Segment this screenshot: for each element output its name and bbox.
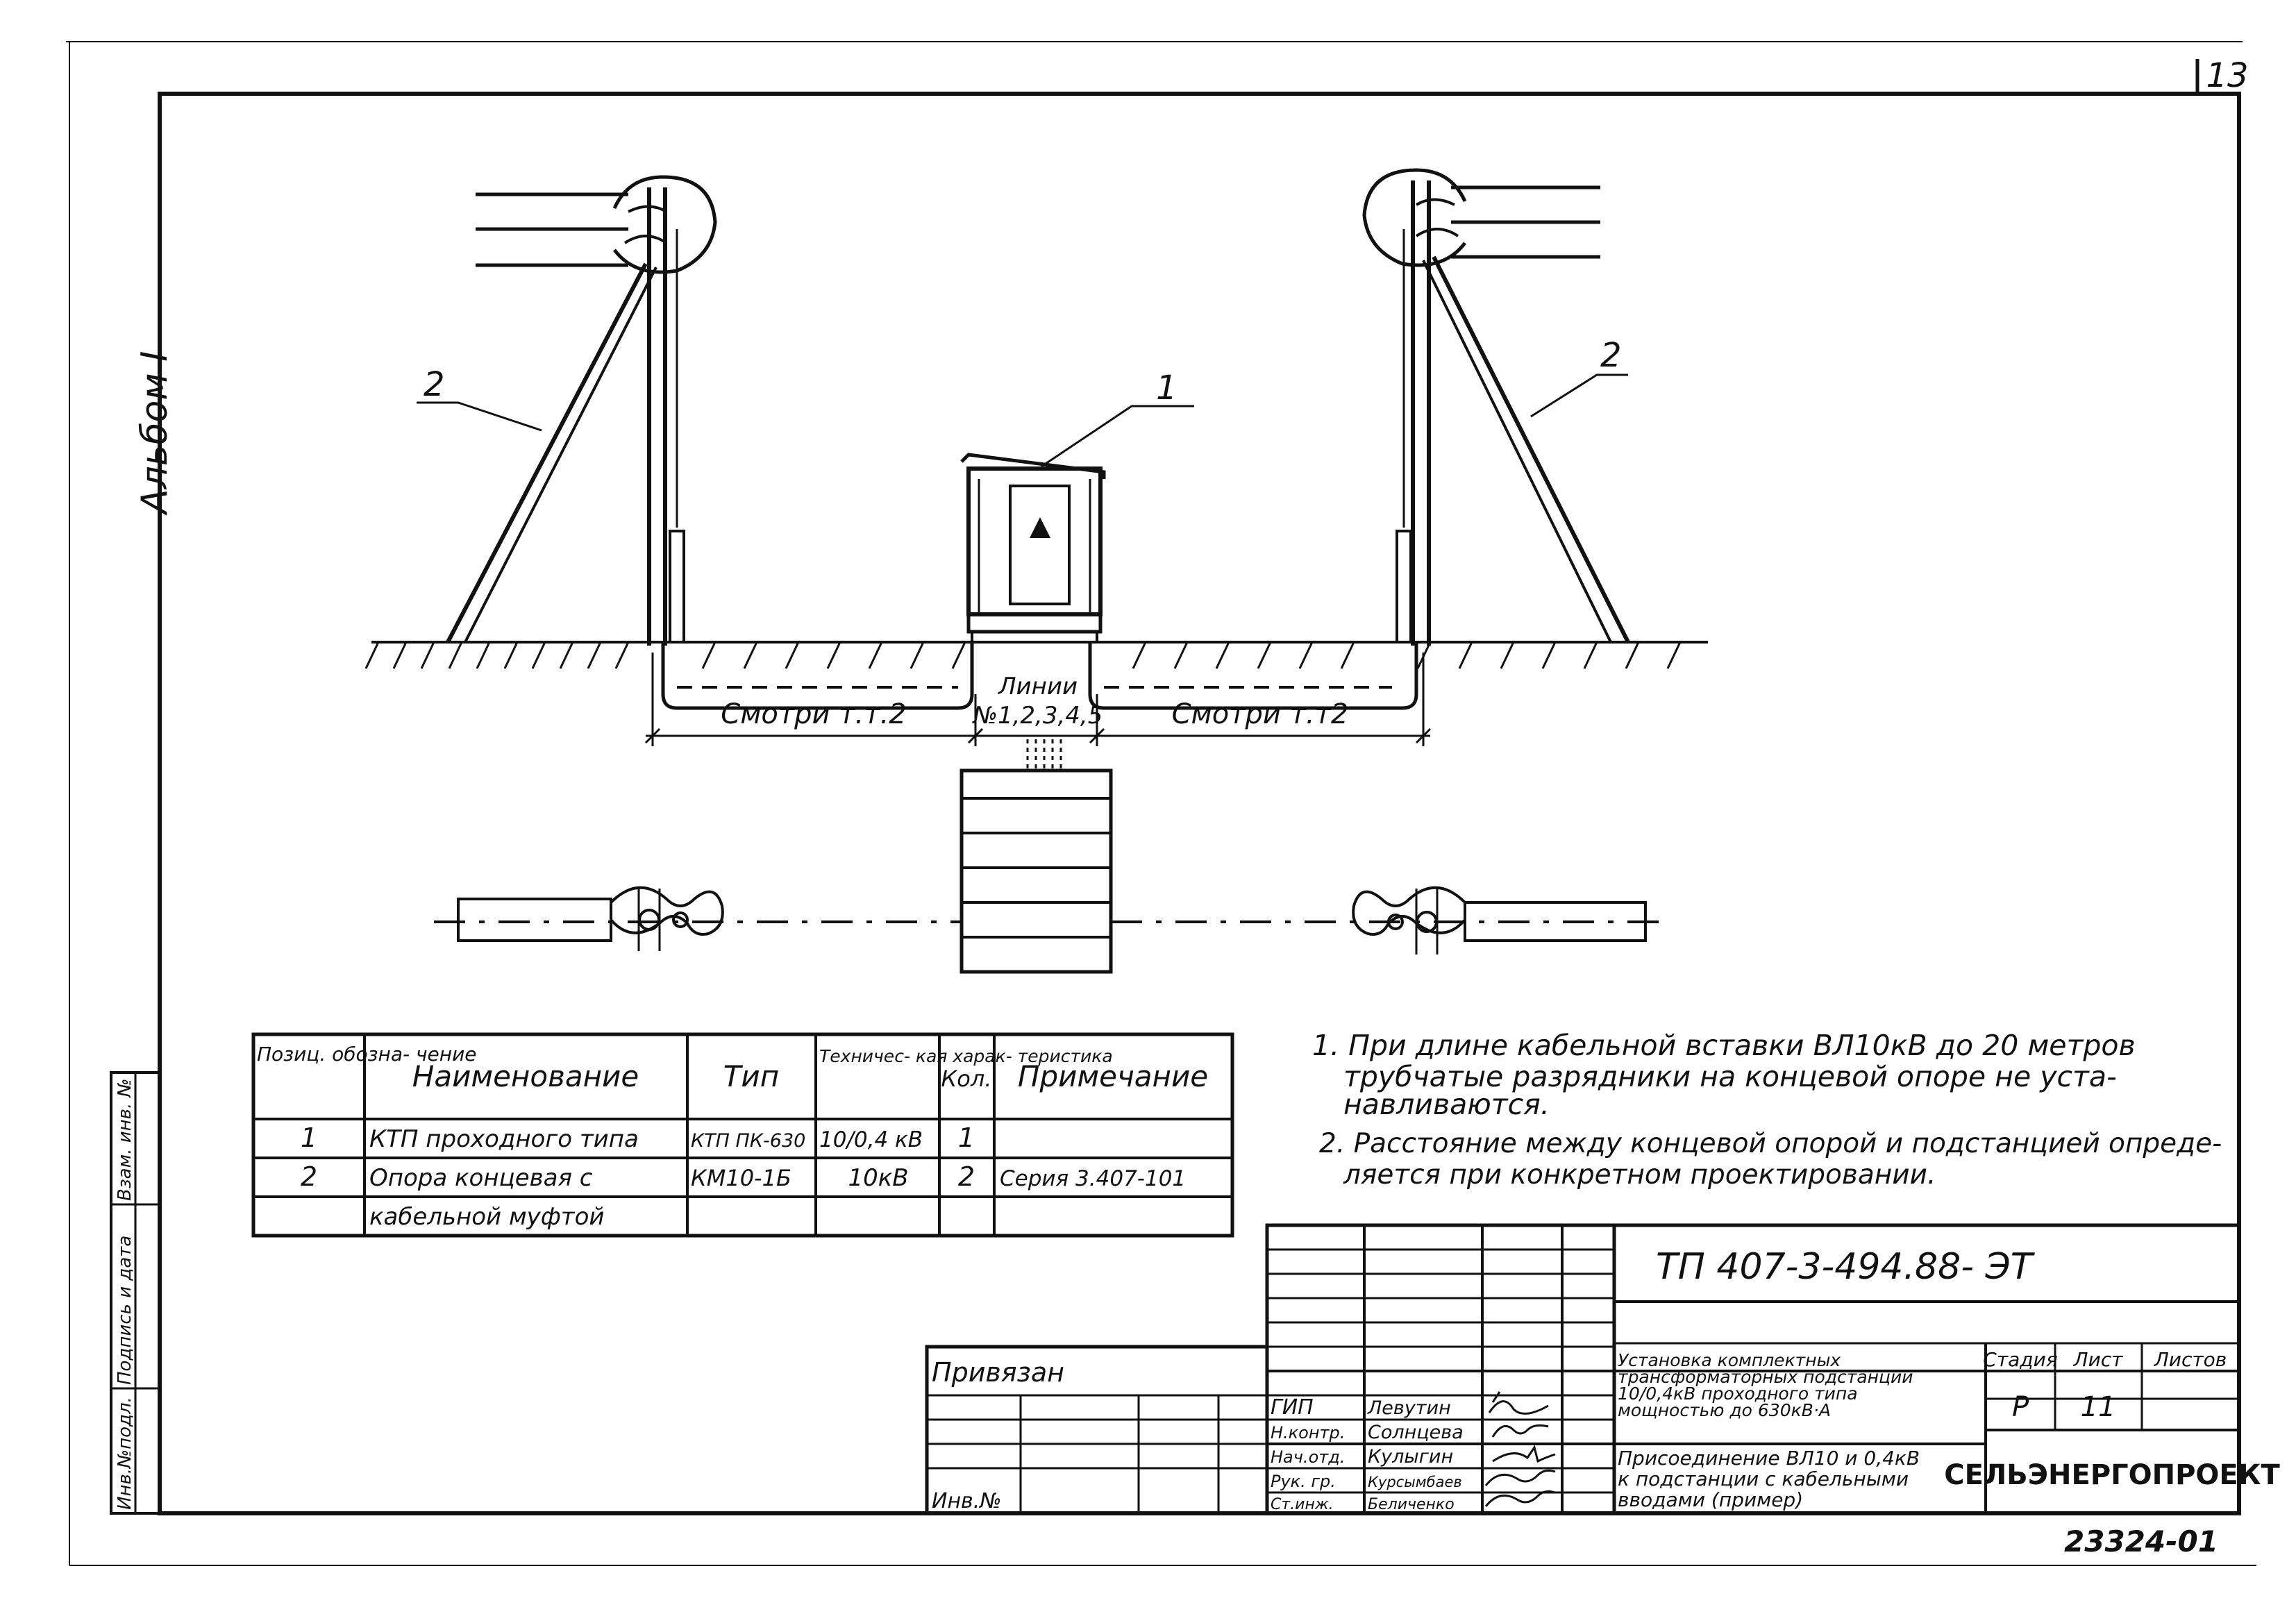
role-3: Нач.отд. xyxy=(1271,1447,1345,1467)
dimension-left-label: Смотри т.т.2 xyxy=(721,698,906,730)
ktp-substation xyxy=(960,453,1106,642)
spec-r2-tech: 10кВ xyxy=(848,1164,908,1192)
ground-line xyxy=(364,641,1708,669)
sheet-header: Лист xyxy=(2073,1348,2124,1371)
stamp-vzam-inv: Взам. инв. № xyxy=(115,1078,135,1201)
note-1-line-2: трубчатые разрядники на концевой опоре н… xyxy=(1343,1060,2117,1093)
doc-code: ТП 407-3-494.88- ЭТ xyxy=(1656,1246,2036,1288)
side-stamp: Инв.№подл. Подпись и дата Взам. инв. № xyxy=(110,1071,161,1515)
sheet-corner-number: 13 xyxy=(2206,56,2248,95)
signatures xyxy=(1484,1391,1556,1507)
note-2-line-2: ляется при конкретном проектировании. xyxy=(1343,1159,1936,1191)
name-2: Солнцева xyxy=(1368,1422,1464,1443)
spec-r1-tech: 10/0,4 кВ xyxy=(819,1127,923,1152)
right-pole-plan xyxy=(1352,886,1647,955)
spec-r1-type: КТП ПК-630 xyxy=(691,1130,805,1152)
spec-header-tech: Техничес- кая харак- теристика xyxy=(819,1046,1113,1066)
dimension-line xyxy=(644,653,1432,746)
stage-value: Р xyxy=(2012,1391,2029,1423)
project-title-2: трансформаторных подстанций xyxy=(1618,1367,1913,1387)
cable-leads xyxy=(1026,739,1062,771)
stage-header: Стадия xyxy=(1983,1348,2057,1371)
spec-header-type: Тип xyxy=(723,1059,779,1093)
organization: СЕЛЬЭНЕРГОПРОЕКТ xyxy=(1944,1459,2280,1491)
name-3: Кулыгин xyxy=(1368,1446,1453,1468)
sheets-header: Листов xyxy=(2154,1348,2227,1371)
stamp-inv-podl: Инв.№подл. xyxy=(115,1397,135,1510)
project-title-3: 10/0,4кВ проходного типа xyxy=(1618,1384,1858,1404)
inv-label: Инв.№ xyxy=(932,1489,1001,1513)
note-1-line-3: навливаются. xyxy=(1343,1088,1550,1121)
lines-label-title: Линии xyxy=(997,673,1078,700)
spec-r1-qty: 1 xyxy=(958,1122,975,1153)
dimension-right-label: Смотри т.т2 xyxy=(1172,698,1349,730)
spec-header-name: Наименование xyxy=(412,1059,639,1093)
callout-1: 1 xyxy=(1156,369,1178,407)
project-title-1: Установка комплектных xyxy=(1618,1350,1841,1370)
spec-r3-name: кабельной муфтой xyxy=(369,1203,605,1231)
spec-header-note: Примечание xyxy=(1018,1059,1208,1093)
name-1: Левутин xyxy=(1367,1397,1451,1419)
sheet-title-3: вводами (пример) xyxy=(1618,1488,1803,1511)
left-pole-plan xyxy=(457,886,724,951)
name-5: Беличенко xyxy=(1368,1496,1455,1513)
right-end-pole xyxy=(1088,168,1630,710)
spec-r1-name: КТП проходного типа xyxy=(369,1125,639,1153)
callout-2-left: 2 xyxy=(424,365,445,404)
sheet-title-2: к подстанции с кабельными xyxy=(1618,1468,1909,1490)
project-title-4: мощностью до 630кВ·А xyxy=(1618,1400,1831,1420)
callout-2-right: 2 xyxy=(1600,336,1622,375)
callouts xyxy=(417,373,1628,468)
linked-label: Привязан xyxy=(932,1357,1064,1388)
lines-label-numbers: №1,2,3,4,5 xyxy=(972,702,1103,730)
spec-r1-pos: 1 xyxy=(301,1122,317,1153)
album-label: Альбом I xyxy=(134,351,176,516)
role-2: Н.контр. xyxy=(1271,1423,1345,1443)
role-4: Рук. гр. xyxy=(1271,1472,1336,1491)
sheet-title-1: Присоединение ВЛ10 и 0,4кВ xyxy=(1618,1447,1920,1470)
spec-r2-qty: 2 xyxy=(958,1161,975,1192)
spec-r2-name: Опора концевая с xyxy=(369,1164,593,1192)
note-1-line-1: 1. При длине кабельной вставки ВЛ10кВ до… xyxy=(1312,1029,2136,1062)
stamp-sign-date: Подпись и дата xyxy=(115,1236,135,1385)
ktp-plan-view xyxy=(960,768,1113,974)
spec-r2-pos: 2 xyxy=(301,1161,317,1192)
sheet-value: 11 xyxy=(2081,1391,2116,1423)
spec-r2-type: КМ10-1Б xyxy=(691,1165,791,1191)
spec-r2-note: Серия 3.407-101 xyxy=(1000,1166,1186,1191)
archive-number: 23324-01 xyxy=(2064,1524,2218,1558)
role-1: ГИП xyxy=(1271,1395,1314,1420)
high-voltage-warning-icon xyxy=(1030,517,1050,538)
name-4: Курсымбаев xyxy=(1368,1474,1462,1490)
spec-header-qty: Кол. xyxy=(941,1066,992,1092)
title-block xyxy=(925,1223,2241,1515)
spec-table xyxy=(251,1032,1234,1238)
left-end-pole xyxy=(446,175,974,710)
note-2-line-1: 2. Расстояние между концевой опорой и по… xyxy=(1319,1128,2222,1159)
spec-header-position: Позиц. обозна- чение xyxy=(257,1043,477,1066)
role-5: Ст.инж. xyxy=(1271,1496,1334,1513)
